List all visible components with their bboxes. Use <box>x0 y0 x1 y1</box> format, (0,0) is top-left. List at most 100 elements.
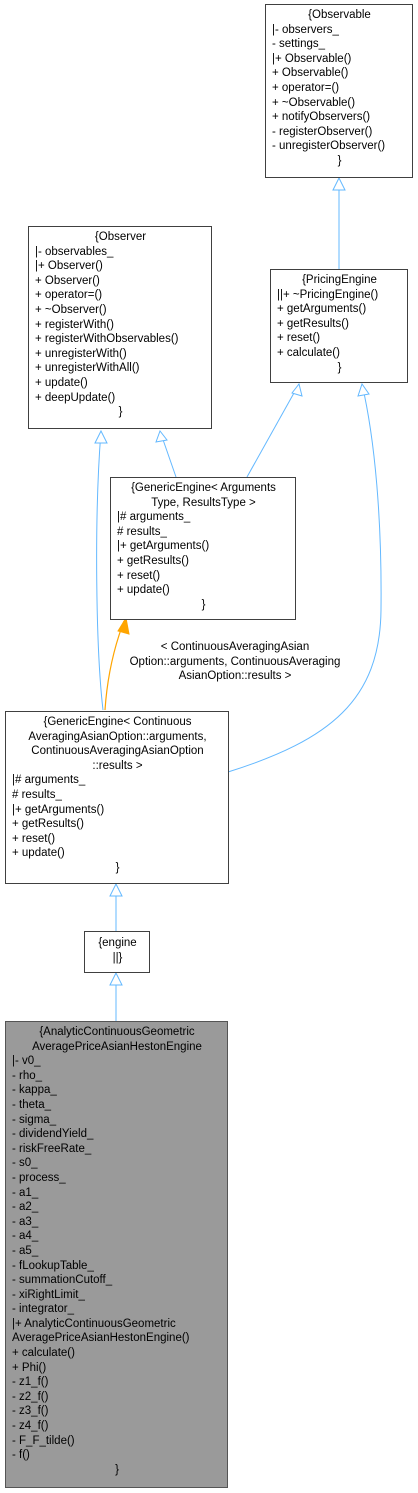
analytic-engine-title: {AnalyticContinuousGeometric AveragePric… <box>32 1026 202 1053</box>
member-row: - rho_ <box>12 1069 43 1082</box>
arrowhead-genericinst <box>109 882 123 897</box>
pricingengine-class-box[interactable]: {PricingEngine ||+ ~PricingEngine() + get… <box>270 269 408 383</box>
analytic-engine-members: |- v0_- rho_- kappa_- theta_- sigma_- di… <box>12 1054 222 1463</box>
member-row: |+ getArguments() <box>12 803 105 816</box>
member-row: + calculate() <box>277 346 340 359</box>
member-row: - z3_f() <box>12 1405 49 1418</box>
member-row: + calculate() <box>12 1347 75 1360</box>
member-row: + unregisterWithAll() <box>35 362 140 375</box>
member-row: - F_F_tilde() <box>12 1434 75 1447</box>
engine-title: {engine ||} <box>98 937 137 964</box>
member-row: - z2_f() <box>12 1390 49 1403</box>
member-row: + Observable() <box>272 67 349 80</box>
member-row: + notifyObservers() <box>272 111 371 124</box>
member-row: - f() <box>12 1449 30 1462</box>
observer-class-box[interactable]: {Observer |- observables_ |+ Observer() + … <box>28 226 212 429</box>
member-row: # results_ <box>12 788 62 801</box>
arrowhead-pricingengine-left <box>291 382 303 397</box>
member-row: |+ AnalyticContinuousGeometric <box>12 1317 176 1330</box>
member-row: - fLookupTable_ <box>12 1259 94 1272</box>
member-row: - kappa_ <box>12 1084 57 1097</box>
member-row: - process_ <box>12 1171 66 1184</box>
member-row: # results_ <box>117 525 167 538</box>
member-row: - a5_ <box>12 1244 39 1257</box>
member-row: + reset() <box>277 332 321 345</box>
edge-genericinst-observer <box>96 430 104 711</box>
member-row: |- observers_ <box>272 23 339 36</box>
member-row: - a1_ <box>12 1186 39 1199</box>
member-row: + getResults() <box>12 818 84 831</box>
member-row: + update() <box>12 847 65 860</box>
edge-genericinst-pricingengine <box>227 383 382 773</box>
member-row: - a4_ <box>12 1230 39 1243</box>
member-row: - summationCutoff_ <box>12 1274 113 1287</box>
member-row: + update() <box>117 584 170 597</box>
member-row: - registerObserver() <box>272 125 373 138</box>
member-row: + registerWith() <box>35 318 114 331</box>
member-row: + Phi() <box>12 1361 47 1374</box>
member-row: |# arguments_ <box>117 511 191 524</box>
member-row: + operator=() <box>272 81 340 94</box>
observable-title: {Observable <box>308 9 371 21</box>
member-row: |+ Observable() <box>272 52 352 65</box>
member-row: - a2_ <box>12 1201 39 1214</box>
member-row: |- v0_ <box>12 1055 41 1068</box>
member-row: + deepUpdate() <box>35 391 116 404</box>
member-row: - z4_f() <box>12 1420 49 1433</box>
member-row: + reset() <box>12 832 56 845</box>
member-row: - riskFreeRate_ <box>12 1142 92 1155</box>
member-row: |# arguments_ <box>12 774 86 787</box>
member-row: - dividendYield_ <box>12 1128 94 1141</box>
member-row: + registerWithObservables() <box>35 333 179 346</box>
member-row: + operator=() <box>35 289 103 302</box>
member-row: |+ Observer() <box>35 260 103 273</box>
pricingengine-title: {PricingEngine <box>302 274 377 286</box>
observer-close: } <box>118 406 123 419</box>
member-row: ||+ ~PricingEngine() <box>277 288 379 301</box>
genericengine-class-box[interactable]: {GenericEngine< Arguments Type, ResultsT… <box>110 477 296 620</box>
analytic-engine-close: } <box>115 1463 119 1476</box>
template-arguments-label: < ContinuousAveragingAsian Option::argum… <box>129 641 341 683</box>
member-row: + unregisterWith() <box>35 347 127 360</box>
edge-genericengine-pricingengine <box>246 383 300 478</box>
genericengine-close: } <box>201 598 206 611</box>
member-row: + getResults() <box>117 554 189 567</box>
genericengine-members: |# arguments_# results_ |+ getArguments()… <box>117 510 290 598</box>
member-row: - sigma_ <box>12 1113 57 1126</box>
member-row: + ~Observable() <box>272 96 356 109</box>
arrowhead-template <box>117 616 130 635</box>
member-row: - unregisterObserver() <box>272 140 386 153</box>
member-row: + update() <box>35 376 88 389</box>
member-row: |+ getArguments() <box>117 540 210 553</box>
observable-members: |- observers_ - settings_|+ Observable() +… <box>272 23 407 154</box>
member-row: + ~Observer() <box>35 303 107 316</box>
engine-box[interactable]: {engine ||} <box>84 931 150 973</box>
pricingengine-close: } <box>337 361 342 374</box>
member-row: - a3_ <box>12 1215 39 1228</box>
member-row: |- observables_ <box>35 245 114 258</box>
observer-title: {Observer <box>94 231 147 243</box>
member-row: - s0_ <box>12 1157 38 1170</box>
genericengine-instance-members: |# arguments_# results_ |+ getArguments()… <box>12 773 223 861</box>
genericengine-instance-close: } <box>115 861 120 874</box>
member-row: - xiRightLimit_ <box>12 1288 85 1301</box>
observable-close: } <box>337 154 342 167</box>
genericengine-instance-class-box[interactable]: {GenericEngine< Continuous AveragingAsia… <box>5 711 229 884</box>
member-row: - integrator_ <box>12 1303 75 1316</box>
arrowhead-engine <box>109 971 123 986</box>
member-row: - z1_f() <box>12 1376 49 1389</box>
observable-class-box[interactable]: {Observable |- observers_ - settings_|+ O… <box>265 4 413 178</box>
member-row: + getArguments() <box>277 303 367 316</box>
member-row: - settings_ <box>272 38 326 51</box>
member-row: + getResults() <box>277 317 349 330</box>
genericengine-instance-title: {GenericEngine< Continuous AveragingAsia… <box>28 716 207 772</box>
observer-members: |- observables_|+ Observer()+ Observer()… <box>35 245 206 406</box>
analytic-engine-class-box[interactable]: {AnalyticContinuousGeometric AveragePric… <box>5 1021 228 1488</box>
arrowhead-pricingengine-right <box>357 382 370 397</box>
member-row: AveragePriceAsianHestonEngine() <box>12 1332 190 1345</box>
genericengine-title: {GenericEngine< Arguments Type, ResultsT… <box>131 482 276 509</box>
pricingengine-members: ||+ ~PricingEngine() + getArguments()+ ge… <box>277 288 402 361</box>
arrowhead-observable <box>332 176 346 191</box>
member-row: + reset() <box>117 569 161 582</box>
